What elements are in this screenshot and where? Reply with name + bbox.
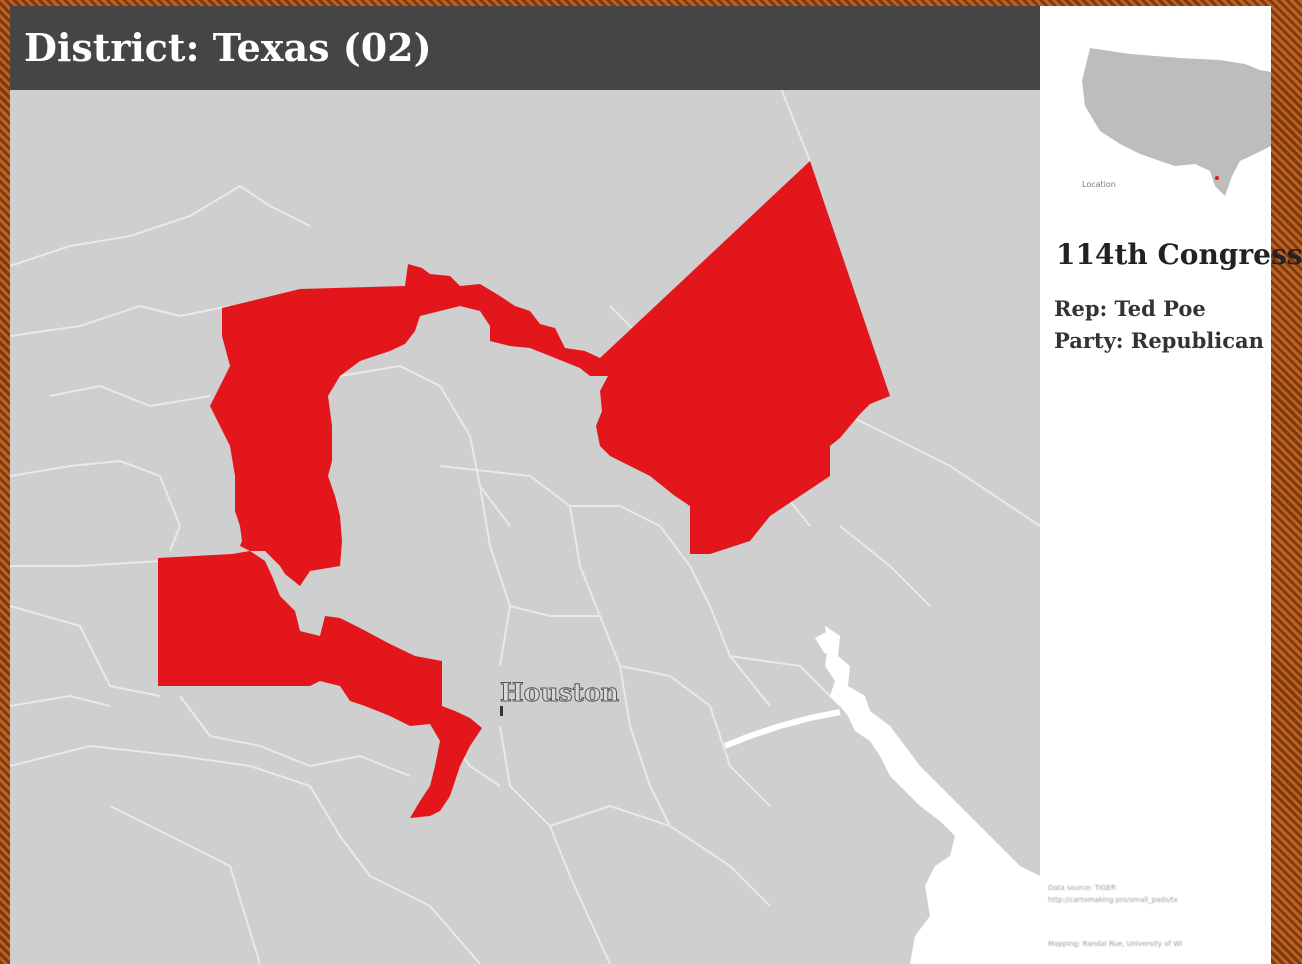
district-map[interactable]: District: Texas (02) Houston <box>9 6 1041 964</box>
district-location-dot <box>1215 176 1219 180</box>
source-line-1: Data source: TIGER <box>1048 884 1116 892</box>
district-02-shape-south <box>158 551 482 818</box>
map-title: District: Texas (02) <box>10 6 1040 90</box>
river-water <box>723 709 841 749</box>
representative-label: Rep: Ted Poe <box>1054 296 1206 321</box>
bay-water-north <box>815 631 835 654</box>
district-02-shape <box>210 161 890 586</box>
info-panel: Location 114th Congress Rep: Ted Poe Par… <box>1040 6 1302 964</box>
party-label: Party: Republican <box>1054 328 1264 353</box>
boundary-lines <box>9 85 1041 964</box>
city-label-houston: Houston <box>500 678 620 708</box>
mapping-credit: Mapping: Randal Rue, University of Wi <box>1048 940 1182 948</box>
inset-caption: Location <box>1082 180 1116 189</box>
bay-water <box>825 626 1040 964</box>
city-marker <box>500 706 503 716</box>
us-inset-map <box>1082 48 1271 196</box>
congress-heading: 114th Congress <box>1056 238 1302 271</box>
us-outline-shape <box>1082 48 1271 196</box>
screenshot-frame: District: Texas (02) Houston Location 11… <box>9 6 1302 964</box>
source-line-2: http://cartomaking.pro/small_pads/tx <box>1048 896 1178 904</box>
map-canvas <box>9 85 1041 964</box>
